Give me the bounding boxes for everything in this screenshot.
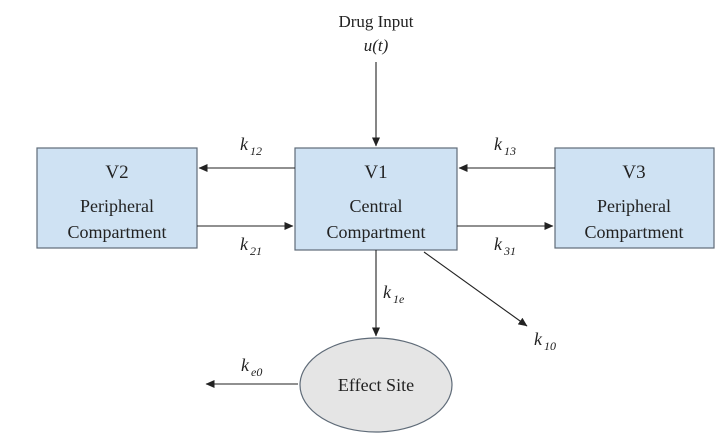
compartment-v1: V1 Central Compartment [294, 147, 458, 251]
v3-line2: Compartment [585, 222, 684, 242]
v1-line2: Compartment [327, 222, 426, 242]
v2-line1: Peripheral [80, 196, 154, 216]
v2-name: V2 [105, 162, 128, 183]
compartment-v2: V2 Peripheral Compartment [36, 147, 198, 249]
effect-site: Effect Site [299, 337, 453, 433]
v2-line2: Compartment [68, 222, 167, 242]
v3-name: V3 [622, 162, 645, 183]
v1-line1: Central [350, 196, 403, 216]
effect-site-label: Effect Site [338, 375, 414, 395]
drug-input-title: Drug Input [338, 12, 413, 31]
drug-input-signal: u(t) [364, 36, 389, 55]
v3-line1: Peripheral [597, 196, 671, 216]
v1-name: V1 [364, 162, 387, 183]
arrow-k10 [423, 251, 528, 327]
compartment-v3: V3 Peripheral Compartment [554, 147, 715, 249]
